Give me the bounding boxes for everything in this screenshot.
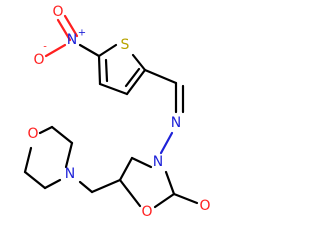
atom-nitro-o-minus: O [33, 52, 44, 68]
bond-n-o-double-a [56, 18, 72, 42]
atom-imine-n: N [171, 115, 181, 131]
bond-oring-c2 [153, 192, 176, 209]
bond-nmorph-ca [64, 141, 74, 169]
nitro-n-charge: + [78, 28, 86, 39]
bond-cb-omorph [38, 125, 54, 135]
bond-o-minus-n [44, 43, 67, 58]
bond-c5-oring [118, 178, 142, 208]
atom-oxazolidinone-o: O [141, 204, 152, 220]
bond-n-o-double-b [63, 14, 79, 38]
bond-nring-c4 [130, 156, 153, 169]
bond-c5-c4-inner [104, 58, 109, 83]
bond-c4-c5 [118, 156, 134, 182]
atom-thiophene-s: S [121, 37, 130, 53]
atom-nitro-n: N [67, 32, 77, 48]
atom-nitro-o-double: O [52, 4, 63, 20]
bond-c3-c2 [125, 68, 147, 96]
bond-c2-s [131, 53, 147, 72]
molecule-structure: O - N + O S N N O O O N [23, 4, 211, 220]
bond-n-n [159, 131, 174, 155]
structure-canvas: O - N + O S N N O O O N [23, 4, 211, 220]
bond-omorph-cc [23, 146, 33, 174]
bond-n-c5 [78, 43, 101, 58]
bond-cd-nmorph [43, 178, 62, 190]
bond-ca-cb [50, 125, 74, 145]
bond-c4-c3 [98, 82, 129, 96]
bond-c2-nring [164, 170, 176, 196]
bond-ch2-nmorph [78, 180, 94, 194]
atom-morpholine-o: O [27, 126, 38, 142]
bond-c2-ch [143, 68, 178, 85]
atom-oxazolidinone-n: N [153, 154, 163, 170]
bond-cc-cd [23, 170, 47, 190]
bond-c2-carbonyl-o [172, 192, 199, 205]
bond-c5-c4 [97, 54, 102, 86]
nitro-o-charge: - [43, 42, 47, 53]
atom-morpholine-n: N [65, 166, 75, 182]
bond-s-c5 [97, 43, 118, 58]
bond-c5-ch2 [90, 178, 122, 194]
bond-c3-c2-inner [124, 67, 141, 88]
atom-carbonyl-o: O [199, 198, 210, 214]
